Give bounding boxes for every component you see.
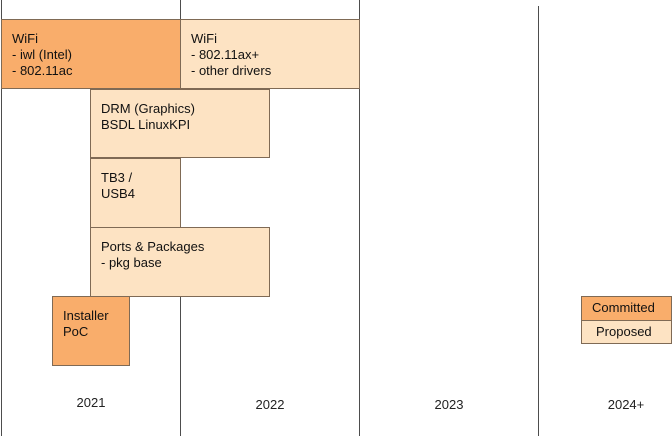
gridline-left (1, 0, 2, 436)
legend-proposed: Proposed (581, 320, 672, 344)
box-wifi-2022: WiFi - 802.11ax+ - other drivers (180, 19, 360, 89)
box-drm-graphics: DRM (Graphics) BSDL LinuxKPI (90, 89, 270, 158)
gridline-2023-2024 (538, 6, 539, 436)
box-tb3-usb4: TB3 / USB4 (90, 158, 181, 228)
box-wifi-2021: WiFi - iwl (Intel) - 802.11ac (1, 19, 181, 89)
year-label-2024-plus: 2024+ (607, 397, 645, 412)
year-label-2023: 2023 (434, 397, 464, 412)
box-installer-poc: Installer PoC (52, 296, 130, 366)
year-label-2022: 2022 (255, 397, 285, 412)
box-ports-packages: Ports & Packages - pkg base (90, 227, 270, 297)
year-label-2021: 2021 (76, 395, 106, 410)
gridline-2022-2023 (359, 0, 360, 436)
legend-committed: Committed (581, 296, 672, 321)
